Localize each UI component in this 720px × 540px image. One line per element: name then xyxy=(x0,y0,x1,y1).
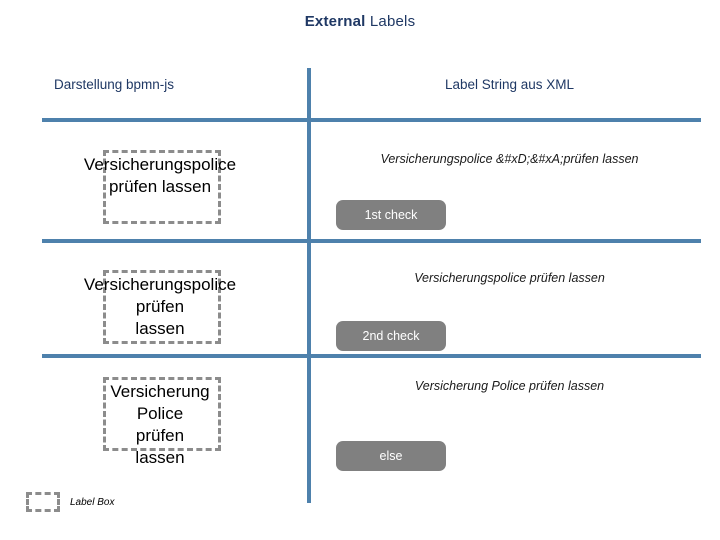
label-box-outline xyxy=(103,377,221,451)
rendered-label: Versicherung Police prüfen lassen xyxy=(110,382,210,467)
legend: Label Box xyxy=(26,492,114,512)
status-badge: 2nd check xyxy=(336,321,446,351)
legend-swatch-label-box-icon xyxy=(26,492,60,512)
rendered-label: Versicherungspolice prüfen lassen xyxy=(83,275,237,338)
xml-label-string: Versicherungspolice &#xD;&#xA;prüfen las… xyxy=(380,152,639,166)
column-header-rendering: Darstellung bpmn-js xyxy=(54,77,175,92)
divider-rule-bottom xyxy=(42,354,701,358)
divider-rule-top xyxy=(42,118,701,122)
xml-label-string: Versicherung Police prüfen lassen xyxy=(414,379,605,393)
label-box-outline xyxy=(103,150,221,224)
xml-label-string: Versicherungspolice prüfen lassen xyxy=(414,271,605,285)
status-badge: else xyxy=(336,441,446,471)
rendered-label: Versicherungspolice prüfen lassen xyxy=(83,155,237,196)
label-box-outline xyxy=(103,270,221,344)
status-badge: 1st check xyxy=(336,200,446,230)
page-title: External Labels xyxy=(0,13,720,30)
page-title-strong: External xyxy=(304,13,366,30)
divider-rule-vertical xyxy=(307,68,311,503)
legend-label: Label Box xyxy=(70,496,115,508)
column-header-xml: Label String aus XML xyxy=(444,77,575,92)
divider-rule-middle xyxy=(42,239,701,243)
page-title-light: Labels xyxy=(365,13,416,30)
